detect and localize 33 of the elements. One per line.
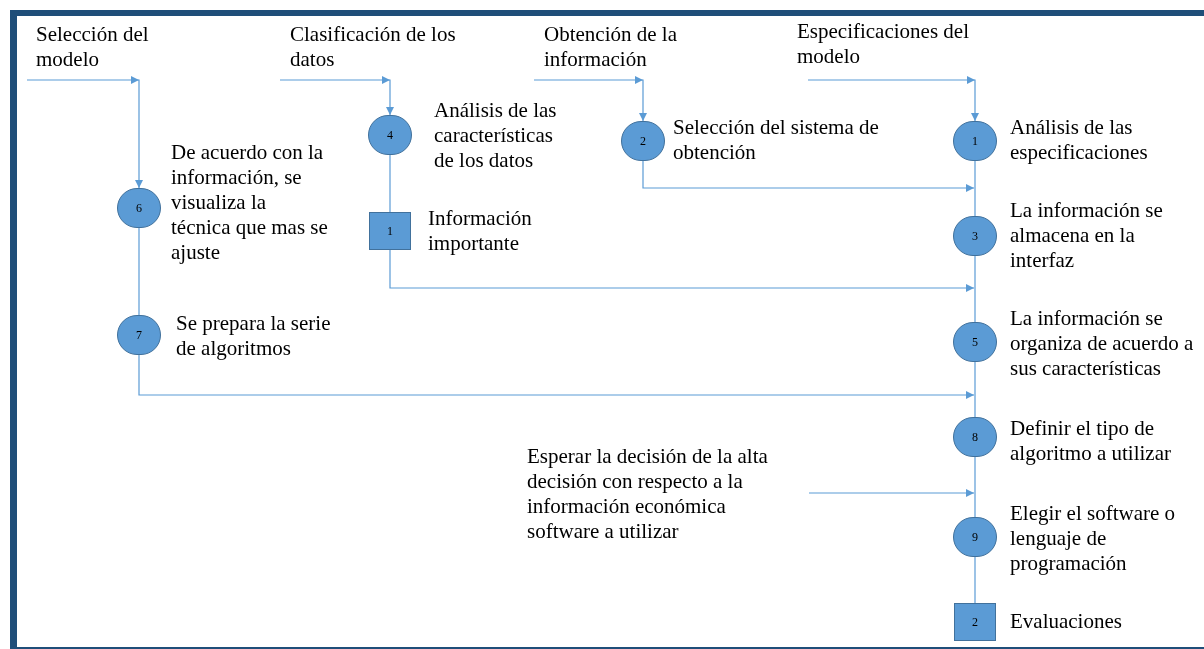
arrow [642, 160, 975, 192]
connector-line [974, 255, 976, 323]
arrow [389, 249, 975, 292]
connector-line [974, 456, 976, 518]
step-description: Se prepara la serie de algoritmos [176, 311, 332, 361]
connector-line [389, 154, 391, 213]
step-description: Análisis de las características de los datos [434, 98, 558, 173]
arrow [26, 76, 143, 189]
column-heading: Clasificación de los datos [290, 22, 457, 72]
arrow [138, 354, 975, 399]
arrow [807, 76, 979, 122]
inspection-square: 2 [954, 603, 996, 641]
step-description: La información se almacena en la interfaz [1010, 198, 1164, 273]
inspection-square: 1 [369, 212, 411, 250]
arrow [533, 76, 647, 122]
arrow [808, 489, 975, 497]
connector-line [974, 160, 976, 217]
step-description: Evaluaciones [1010, 609, 1123, 634]
step-description: Selección del sistema de obtención [673, 115, 880, 165]
connector-line [138, 227, 140, 316]
column-heading: Selección del modelo [36, 22, 150, 72]
step-description: Análisis de las especificaciones [1010, 115, 1149, 165]
note-text: Esperar la decisión de la alta decisión con respecto a la información económica software a utilizar [527, 444, 769, 544]
step-description: Elegir el software o lenguaje de programación [1010, 501, 1177, 576]
column-heading: Especificaciones del modelo [797, 19, 970, 69]
connector-line [974, 556, 976, 604]
column-heading: Obtención de la información [544, 22, 678, 72]
connector-line [974, 361, 976, 418]
step-description: Información importante [428, 206, 533, 256]
step-description: La información se organiza de acuerdo a sus características [1010, 306, 1195, 381]
step-description: De acuerdo con la información, se visualiza la técnica que mas se ajuste [171, 140, 329, 265]
step-description: Definir el tipo de algoritmo a utilizar [1010, 416, 1172, 466]
arrow [279, 76, 394, 116]
